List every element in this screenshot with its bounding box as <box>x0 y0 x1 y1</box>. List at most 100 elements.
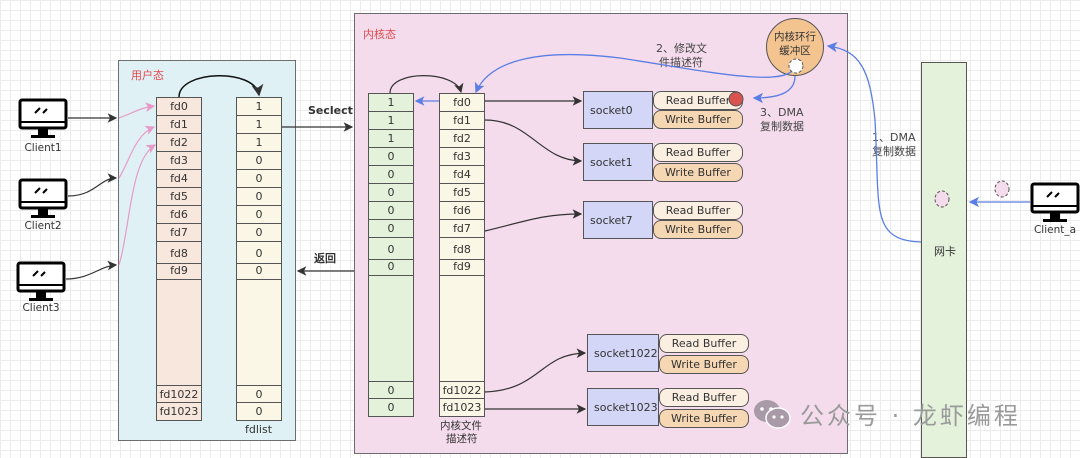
network-card-label: 网卡 <box>934 245 956 258</box>
user-fd-cell: fd3 <box>157 152 201 170</box>
incoming-packet <box>994 180 1010 198</box>
kernel-bitmap-cell: 0 <box>369 166 413 184</box>
kernel-fd-cell: fd3 <box>440 148 484 166</box>
kernel-bitmap-cell: 0 <box>369 202 413 220</box>
client-a-monitor-icon <box>1030 182 1080 222</box>
user-fd-cell: fd5 <box>157 188 201 206</box>
kernel-fd-cell: fd7 <box>440 220 484 238</box>
socket1022-write-buffer: Write Buffer <box>659 355 749 374</box>
kernel-fd-cell: fd0 <box>440 94 484 112</box>
client3-monitor-icon <box>16 261 66 301</box>
fdlist-caption: fdlist <box>245 423 273 436</box>
kernel-bitmap-cell: 1 <box>369 130 413 148</box>
user-space-title: 用户态 <box>131 69 164 82</box>
socket1023-read-buffer: Read Buffer <box>659 388 749 407</box>
user-fd-cell: fd0 <box>157 98 201 116</box>
step2-label-line2: 件描述符 <box>659 56 703 69</box>
socket7: socket7 <box>583 201 653 239</box>
socket0-write-buffer: Write Buffer <box>653 110 743 129</box>
kernel-fd-cell: fd6 <box>440 202 484 220</box>
user-fd-gap <box>157 280 201 386</box>
socket7-read-buffer: Read Buffer <box>653 201 743 220</box>
socket1: socket1 <box>583 143 653 181</box>
socket1022: socket1022 <box>587 334 659 372</box>
user-fd-cell: fd6 <box>157 206 201 224</box>
kernel-fd-caption-line1: 内核文件 <box>440 420 482 432</box>
kernel-ring-buffer: 内核环行 缓冲区 <box>766 18 824 76</box>
client2-label: Client2 <box>24 220 62 232</box>
socket1023-write-buffer: Write Buffer <box>659 409 749 428</box>
kernel-bitmap-cell: 1 <box>369 112 413 130</box>
user-fd-cell: fd8 <box>157 244 201 264</box>
kernel-fd-cell: fd1023 <box>442 401 482 414</box>
kernel-bitmap-cell: 0 <box>387 401 395 414</box>
fdlist-cell: 1 <box>237 116 281 134</box>
kernel-bitmap-cell: 0 <box>369 382 413 399</box>
client2-monitor-icon <box>18 178 68 218</box>
ring-buffer-line2: 缓冲区 <box>779 45 811 57</box>
fdlist-cell: 0 <box>237 152 281 170</box>
kernel-bitmap-cell: 1 <box>369 94 413 112</box>
network-card: 网卡 <box>921 62 967 458</box>
kernel-bitmap-cell: 0 <box>369 184 413 202</box>
fdlist-cell: 1 <box>237 134 281 152</box>
watermark: 公众号 · 龙虾编程 <box>752 396 1021 431</box>
select-label: Seclect <box>308 104 353 117</box>
socket1023: socket1023 <box>587 388 659 426</box>
user-fd-cell: fd4 <box>157 170 201 188</box>
kernel-bitmap-cell: 0 <box>369 148 413 166</box>
socket1-write-buffer: Write Buffer <box>653 163 743 182</box>
kernel-fd-cell: fd1022 <box>440 382 484 399</box>
fdlist-cell: 0 <box>237 262 281 280</box>
client3-label: Client3 <box>22 302 60 314</box>
kernel-fd-gap <box>440 276 484 382</box>
user-fd-cell: fd1022 <box>157 386 201 403</box>
step3-label-line1: 3、DMA <box>760 106 804 119</box>
fdlist-cell: 0 <box>237 206 281 224</box>
client-a-label: Client_a <box>1033 224 1077 236</box>
wechat-icon <box>754 399 791 429</box>
user-fd-cell: fd1023 <box>159 405 199 418</box>
kernel-space-title: 内核态 <box>363 28 396 41</box>
client1-monitor-icon <box>18 98 68 138</box>
kernel-bitmap-cell: 0 <box>369 220 413 238</box>
fdlist-cell: 1 <box>237 98 281 116</box>
kernel-fd-cell: fd2 <box>440 130 484 148</box>
fdlist-cell: 0 <box>237 188 281 206</box>
kernel-fd-caption-line2: 描述符 <box>446 433 478 445</box>
kernel-bitmap-cell: 0 <box>369 258 413 276</box>
socket7-write-buffer: Write Buffer <box>653 220 743 239</box>
client2-arrow <box>67 173 118 197</box>
socket0-read-buffer: Read Buffer <box>653 91 743 110</box>
user-fd-cell: fd2 <box>157 134 201 152</box>
step3-label-line2: 复制数据 <box>760 120 804 133</box>
kernel-fd-cell: fd9 <box>440 258 484 276</box>
fdlist-cell: 0 <box>255 405 263 418</box>
socket1-read-buffer: Read Buffer <box>653 143 743 162</box>
socket0: socket0 <box>583 91 653 129</box>
client1-label: Client1 <box>24 142 62 154</box>
user-fd-cell: fd7 <box>157 224 201 242</box>
kernel-bitmap-cell: 0 <box>369 240 413 260</box>
fdlist-gap <box>237 280 281 386</box>
client3-arrow <box>65 260 118 280</box>
socket1022-read-buffer: Read Buffer <box>659 334 749 353</box>
ring-buffer-line1: 内核环行 <box>774 31 816 43</box>
kernel-fd-cell: fd5 <box>440 184 484 202</box>
fdlist-cell: 0 <box>237 386 281 403</box>
return-label: 返回 <box>314 252 336 265</box>
fdlist-cell: 0 <box>237 170 281 188</box>
watermark-text: 公众号 · 龙虾编程 <box>800 402 1021 430</box>
fdlist-cell: 0 <box>237 224 281 242</box>
user-fd-cell: fd9 <box>157 262 201 280</box>
user-fd-cell: fd1 <box>157 116 201 134</box>
kernel-fd-cell: fd4 <box>440 166 484 184</box>
step2-label-line1: 2、修改文 <box>656 42 707 55</box>
kernel-bitmap-gap <box>369 276 413 382</box>
fdlist-cell: 0 <box>237 244 281 264</box>
kernel-fd-cell: fd8 <box>440 240 484 260</box>
